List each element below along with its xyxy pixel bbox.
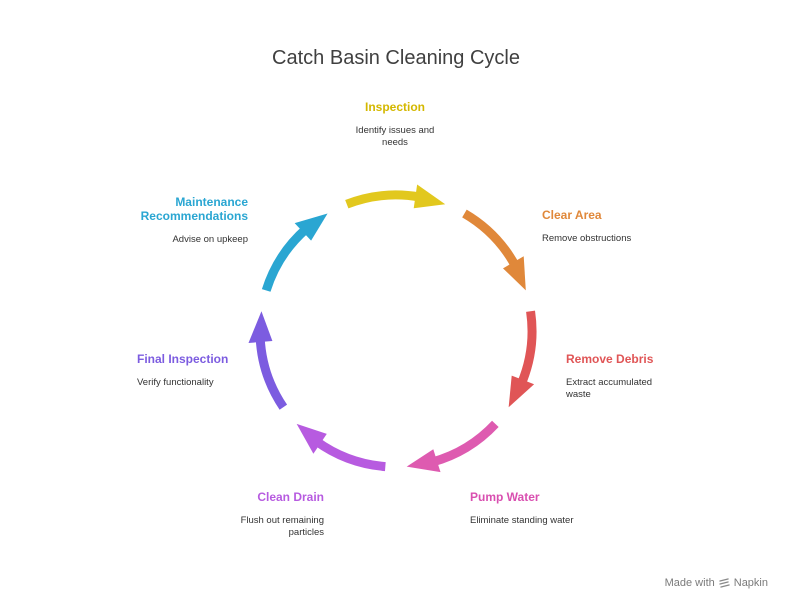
arrow-inspection [345,190,421,209]
arrow-clear-area [462,209,520,269]
step-inspection: Inspection Identify issues and needs [330,100,460,149]
step-final-inspection: Final Inspection Verify functionality [137,352,267,389]
step-title: Final Inspection [137,352,229,366]
step-remove-debris: Remove Debris Extract accumulated waste [566,352,676,401]
arrow-clean-drain [313,437,386,472]
step-clear-area: Clear Area Remove obstructions [542,208,682,245]
step-title: Pump Water [470,490,540,504]
step-description: Identify issues and needs [355,125,435,148]
arrowhead-clear-area [502,256,526,291]
brand-name: Napkin [733,577,768,589]
step-description: Verify functionality [137,377,214,388]
arrow-pump-water [431,420,499,467]
step-description: Remove obstructions [542,233,632,244]
step-maintenance-recommendations: Maintenance Recommendations Advise on up… [118,195,248,246]
step-description: Eliminate standing water [470,515,574,526]
step-description: Flush out remaining particles [240,515,324,538]
arrow-remove-debris [516,310,537,387]
arrowhead-clean-drain [296,423,327,454]
arrow-maintenance [261,225,310,292]
arrowhead-remove-debris [508,375,535,408]
step-description: Advise on upkeep [172,234,248,245]
arrowhead-inspection [413,184,446,209]
step-description: Extract accumulated waste [566,377,653,400]
step-clean-drain: Clean Drain Flush out remaining particle… [208,490,324,539]
step-title: Inspection [364,100,425,114]
arrow-final-inspection [255,336,288,410]
napkin-logo-icon [719,577,730,588]
arrowhead-maintenance [294,213,328,241]
step-pump-water: Pump Water Eliminate standing water [470,490,580,527]
step-title: Clear Area [542,208,602,222]
diagram-title: Catch Basin Cleaning Cycle [272,47,520,69]
step-title: Clean Drain [257,490,324,504]
made-with-label: Made with [664,577,715,589]
napkin-branding: Made with Napkin [665,577,768,589]
arrowhead-pump-water [406,449,441,473]
step-title: Remove Debris [566,352,654,366]
arrowhead-final-inspection [248,311,273,343]
step-title: Maintenance Recommendations [140,195,248,223]
